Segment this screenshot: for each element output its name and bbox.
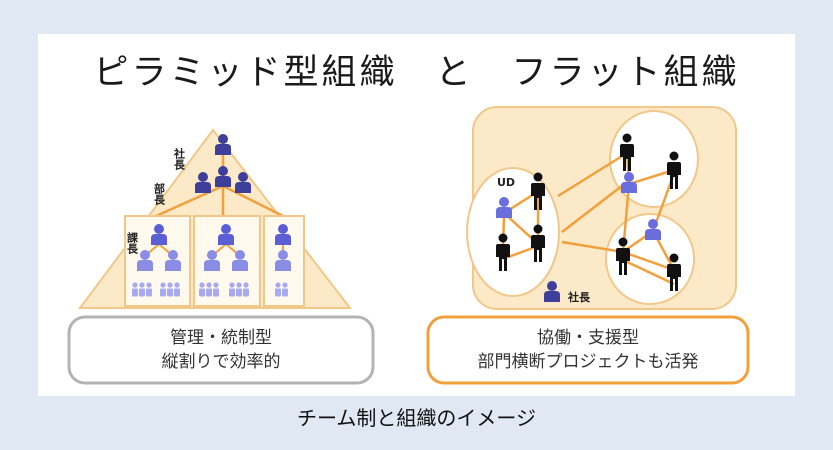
- diagram-card: ピラミッド型組織 と フラット組織: [38, 34, 795, 396]
- flat-summary-text: 協働・支援型 部門横断プロジェクトも活発: [428, 326, 748, 374]
- label-director: 部長: [153, 182, 166, 206]
- label-ud: UD: [497, 176, 515, 189]
- flat-summary-line-2: 部門横断プロジェクトも活発: [477, 352, 699, 372]
- flat-diagram: UD 社長: [426, 106, 750, 385]
- diagram-title: ピラミッド型組織 と フラット組織: [93, 53, 740, 93]
- pyramid-summary-text: 管理・統制型 縦割りで効率的: [69, 326, 373, 374]
- pyramid-summary-line-1: 管理・統制型: [170, 328, 272, 348]
- pyramid-summary-line-2: 縦割りで効率的: [161, 352, 281, 372]
- pyramid-summary-box: [67, 315, 375, 385]
- figure-caption: チーム制と組織のイメージ: [297, 406, 536, 430]
- flat-summary-line-1: 協働・支援型: [537, 328, 639, 348]
- label-flat-president: 社長: [567, 290, 591, 304]
- flat-summary-box: [426, 315, 750, 385]
- label-manager: 課長: [126, 231, 139, 255]
- diagram-art: 社長 部長 課長: [67, 106, 750, 385]
- pyramid-diagram: 社長 部長 課長: [67, 128, 375, 385]
- label-president: 社長: [173, 147, 187, 171]
